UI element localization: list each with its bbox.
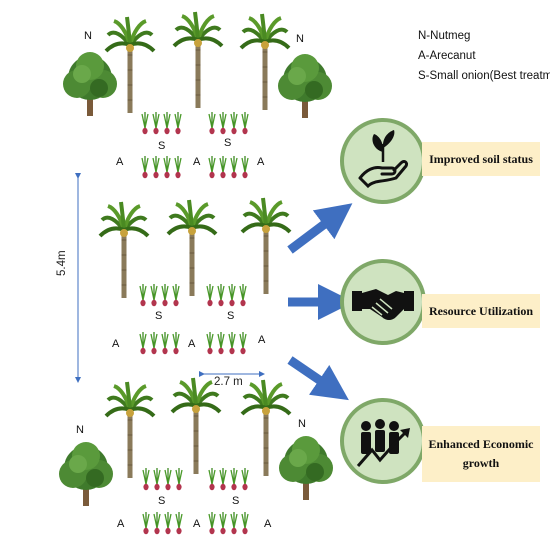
onion-label: S — [158, 140, 166, 152]
legend-nutmeg: N-Nutmeg — [418, 30, 471, 42]
nutmeg-label: N — [298, 418, 306, 430]
nutmeg-label: N — [76, 424, 84, 436]
outcome-soil-box: Improved soil status — [422, 142, 540, 176]
arecanut-label: A — [193, 156, 201, 168]
arecanut-label: A — [258, 334, 266, 346]
arecanut-palm — [170, 376, 222, 476]
onion-label: S — [227, 310, 235, 322]
legend-arecanut: A-Arecanut — [418, 50, 476, 62]
onion-plot — [208, 467, 249, 535]
arecanut-label: A — [117, 518, 125, 530]
onion-label: S — [158, 495, 166, 507]
onion-label: S — [224, 137, 232, 149]
arecanut-palm — [172, 10, 224, 110]
arecanut-palm — [239, 12, 291, 112]
arecanut-palm — [166, 198, 218, 298]
arecanut-palm — [240, 196, 292, 296]
outcome-circle — [340, 259, 426, 345]
outcome-circle — [340, 118, 426, 204]
outcome-circle — [340, 398, 426, 484]
legend-onion: S-Small onion(Best treatment) — [418, 70, 550, 82]
arrow-to-soil — [287, 203, 353, 254]
nutmeg-tree — [59, 442, 113, 506]
arecanut-label: A — [257, 156, 265, 168]
arecanut-palm — [98, 200, 150, 300]
arecanut-label: A — [193, 518, 201, 530]
vertical-dimension-label: 5.4m — [56, 250, 68, 276]
onion-label: S — [155, 310, 163, 322]
outcome-resource-box: Resource Utilization — [422, 294, 540, 328]
arecanut-label: A — [112, 338, 120, 350]
outcome-economic-box: Enhanced Economic growth — [422, 426, 540, 482]
arecanut-palm — [104, 15, 156, 115]
nutmeg-tree — [278, 54, 332, 118]
arrow-to-economic — [287, 356, 349, 401]
people-growth-icon — [356, 419, 410, 467]
nutmeg-tree — [63, 52, 117, 116]
arecanut-label: A — [188, 338, 196, 350]
horizontal-dimension-label: 2.7 m — [214, 376, 243, 388]
hand-plant-icon — [358, 130, 408, 189]
nutmeg-tree — [279, 436, 333, 500]
arecanut-label: A — [116, 156, 124, 168]
nutmeg-label: N — [296, 33, 304, 45]
legend: N-Nutmeg A-Arecanut S-Small onion(Best t… — [418, 26, 550, 86]
arecanut-palm — [104, 380, 156, 480]
onion-label: S — [232, 495, 240, 507]
nutmeg-label: N — [84, 30, 92, 42]
arecanut-label: A — [264, 518, 272, 530]
handshake-icon — [352, 289, 414, 320]
